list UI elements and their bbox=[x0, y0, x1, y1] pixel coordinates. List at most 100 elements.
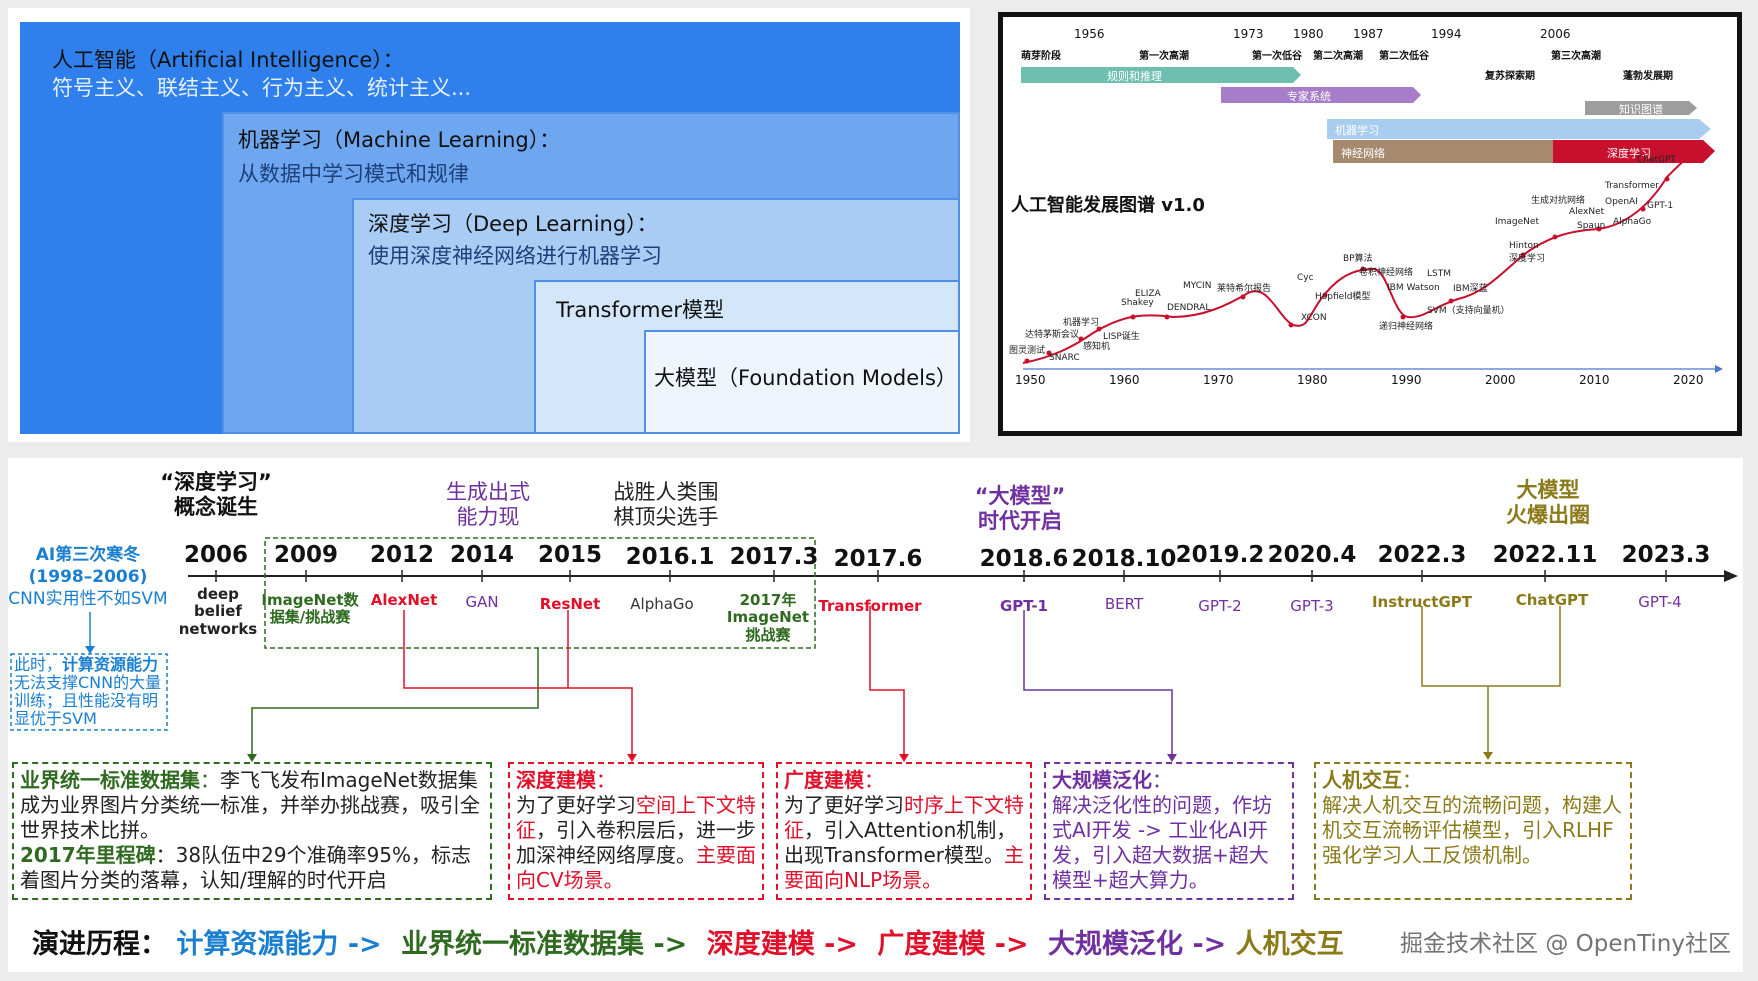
event-label: SNARC bbox=[1049, 353, 1080, 363]
ml-subtitle: 从数据中学习模式和规律 bbox=[238, 162, 469, 186]
top-year: 2006 bbox=[1540, 27, 1571, 41]
year-label: 2006 bbox=[183, 542, 249, 568]
top-year: 1980 bbox=[1293, 27, 1324, 41]
bar-rules bbox=[1021, 67, 1301, 83]
event-label: Transformer bbox=[1605, 181, 1660, 191]
winter-range: (1998–2006) bbox=[28, 567, 148, 587]
year-label: 2020.4 bbox=[1267, 542, 1357, 568]
axis-year: 2000 bbox=[1485, 373, 1516, 387]
event-label: Hopfield模型 bbox=[1315, 292, 1371, 302]
bar-label-ml: 机器学习 bbox=[1335, 124, 1379, 137]
ai-subtitle: 符号主义、联结主义、行为主义、统计主义... bbox=[52, 76, 472, 100]
event-label: 感知机 bbox=[1083, 342, 1111, 352]
event-label: 机器学习 bbox=[1063, 318, 1100, 328]
milestone-resnet: ResNet bbox=[539, 595, 601, 613]
axis-year: 1950 bbox=[1015, 373, 1046, 387]
milestone-imagenet-2017: 2017年 ImageNet 挑战赛 bbox=[726, 591, 810, 644]
event-label: LSTM bbox=[1427, 269, 1451, 279]
event-label: MYCIN bbox=[1183, 281, 1212, 291]
top-year: 1973 bbox=[1233, 27, 1264, 41]
event-label: AlphaGo bbox=[1613, 217, 1652, 227]
card-deep-modeling: 深度建模：为了更好学习空间上下文特征，引入卷积层后，进一步加深神经网络厚度。主要… bbox=[508, 762, 764, 900]
year-label: 2018.6 bbox=[979, 546, 1069, 572]
axis-year: 1960 bbox=[1109, 373, 1140, 387]
milestone-chatgpt: ChatGPT bbox=[1515, 591, 1589, 609]
bar-label-nn: 神经网络 bbox=[1341, 147, 1385, 160]
history-graphics bbox=[1021, 67, 1723, 373]
year-label: 2012 bbox=[369, 542, 435, 568]
header-llm-hit: 大模型 火爆出圈 bbox=[1506, 478, 1590, 528]
card-dataset: 业界统一标准数据集：李飞飞发布ImageNet数据集成为业界图片分类统一标准，并… bbox=[12, 762, 492, 900]
bar-dl bbox=[1553, 140, 1715, 163]
milestone-imagenet: ImageNet数 据集/挑战赛 bbox=[261, 591, 359, 627]
header-llm-era: “大模型” 时代开启 bbox=[974, 484, 1066, 534]
top-year: 1956 bbox=[1074, 27, 1105, 41]
milestone-alphago: AlphaGo bbox=[630, 595, 694, 613]
header-dl-born: “深度学习” 概念诞生 bbox=[160, 470, 272, 520]
year-label: 2022.11 bbox=[1492, 542, 1598, 568]
year-label: 2009 bbox=[273, 542, 339, 568]
ai-history-map: 1956 1973 1980 1987 1994 2006 萌芽阶段 第一次高潮… bbox=[998, 12, 1742, 436]
event-label: 深度学习 bbox=[1509, 254, 1546, 264]
year-label: 2014 bbox=[449, 542, 515, 568]
era-label: 萌芽阶段 bbox=[1021, 51, 1061, 62]
event-label: IBM Watson bbox=[1387, 283, 1440, 293]
event-label: BP算法 bbox=[1343, 254, 1373, 264]
dl-subtitle: 使用深度神经网络进行机器学习 bbox=[368, 244, 662, 268]
event-label: Shakey bbox=[1121, 298, 1154, 308]
event-label: Cyc bbox=[1297, 273, 1314, 283]
year-label: 2018.10 bbox=[1071, 546, 1177, 572]
bar-label-rules: 规则和推理 bbox=[1107, 70, 1162, 83]
winter-title: AI第三次寒冬 bbox=[35, 545, 141, 565]
milestone-gpt2: GPT-2 bbox=[1198, 597, 1242, 615]
event-label: SVM（支持向量机） bbox=[1427, 306, 1510, 316]
milestone-instructgpt: InstructGPT bbox=[1371, 593, 1473, 611]
ai-title: 人工智能（Artificial Intelligence）： bbox=[52, 48, 404, 72]
ml-title: 机器学习（Machine Learning）： bbox=[238, 128, 561, 152]
card-wide-modeling: 广度建模：为了更好学习时序上下文特征，引入Attention机制，出现Trans… bbox=[776, 762, 1032, 900]
milestone-gan: GAN bbox=[465, 593, 499, 611]
top-year: 1994 bbox=[1431, 27, 1462, 41]
milestone-transformer: Transformer bbox=[818, 597, 922, 615]
history-title: 人工智能发展图谱 v1.0 bbox=[1011, 195, 1205, 216]
evolution-flow: 演进历程： 计算资源能力 -> 业界统一标准数据集 -> 深度建模 -> 广度建… bbox=[32, 929, 1344, 960]
event-label: LISP诞生 bbox=[1103, 332, 1140, 342]
event-label: AlexNet bbox=[1569, 207, 1605, 217]
year-label: 2017.3 bbox=[729, 544, 819, 570]
event-label: Spaun bbox=[1577, 221, 1606, 231]
milestone-gpt4: GPT-4 bbox=[1638, 593, 1682, 611]
card-human-ai-interaction: 人机交互：解决人机交互的流畅问题，构建人机交互流畅评估模型，引入RLHF强化学习… bbox=[1314, 762, 1632, 900]
year-label: 2015 bbox=[537, 542, 603, 568]
bar-label-dl: 深度学习 bbox=[1607, 147, 1651, 160]
milestone-gpt1: GPT-1 bbox=[1000, 597, 1048, 615]
milestone-bert: BERT bbox=[1104, 595, 1144, 613]
milestone-alexnet: AlexNet bbox=[370, 591, 438, 609]
bar-ml bbox=[1327, 119, 1711, 139]
era-label: 第二次高潮 bbox=[1313, 51, 1363, 62]
era-label: 第三次高潮 bbox=[1551, 51, 1601, 62]
header-gen: 生成出式 能力现 bbox=[446, 480, 530, 530]
transformer-title: Transformer模型 bbox=[556, 298, 725, 322]
event-label: 达特茅斯会议 bbox=[1025, 330, 1080, 340]
milestone-gpt3: GPT-3 bbox=[1290, 597, 1334, 615]
era-label: 第一次低谷 bbox=[1252, 51, 1302, 62]
era-label: 第二次低谷 bbox=[1379, 51, 1429, 62]
axis-year: 2010 bbox=[1579, 373, 1610, 387]
event-label: ImageNet bbox=[1495, 217, 1539, 227]
axis-year: 1970 bbox=[1203, 373, 1234, 387]
year-label: 2023.3 bbox=[1621, 542, 1711, 568]
event-label: 卷积神经网络 bbox=[1359, 268, 1414, 278]
event-label: IBM深蓝 bbox=[1453, 284, 1488, 294]
event-label: OpenAI bbox=[1605, 197, 1638, 207]
axis-year: 1990 bbox=[1391, 373, 1422, 387]
ai-hierarchy-panel: 人工智能（Artificial Intelligence）： 符号主义、联结主义… bbox=[8, 8, 970, 442]
year-label: 2022.3 bbox=[1377, 542, 1467, 568]
event-label: 生成对抗网络 bbox=[1531, 196, 1586, 206]
event-label: 递归神经网络 bbox=[1379, 322, 1434, 332]
bar-nn bbox=[1333, 140, 1565, 163]
milestone-dbn: deep belief networks bbox=[178, 585, 258, 638]
event-label: ELIZA bbox=[1135, 289, 1161, 299]
card-scale-generalization: 大规模泛化：解决泛化性的问题，作坊式AI开发 -> 工业化AI开发，引入超大数据… bbox=[1044, 762, 1294, 900]
year-label: 2016.1 bbox=[625, 544, 715, 570]
event-label: 图灵测试 bbox=[1009, 346, 1046, 356]
